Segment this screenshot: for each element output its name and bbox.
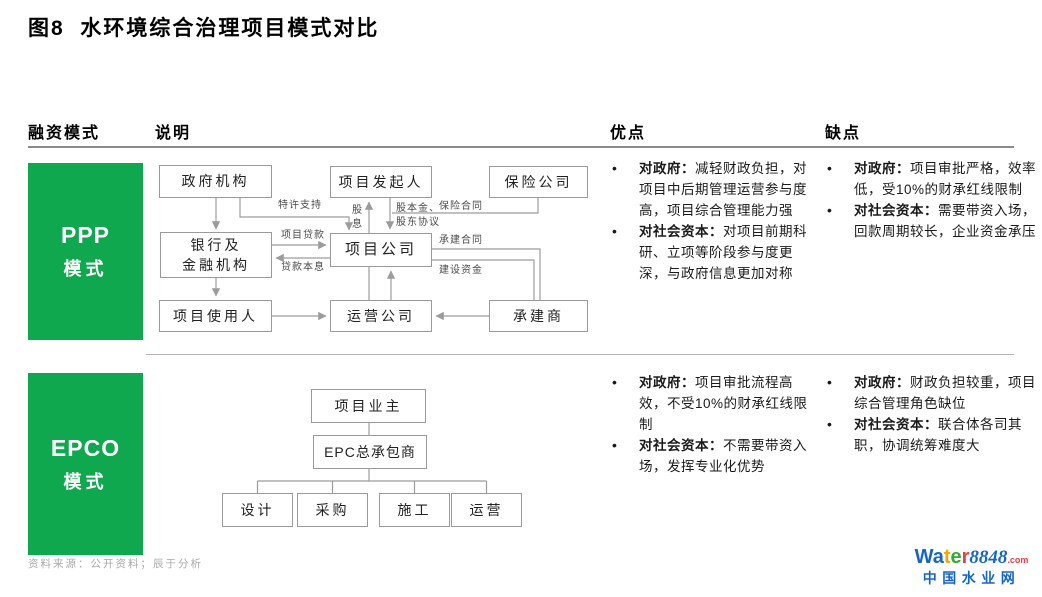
pro-body: 不需要带资入场，发挥专业化优势: [639, 438, 807, 474]
header-divider: [28, 146, 1014, 148]
box-insurance-company: 保险公司: [489, 166, 588, 198]
figure-title: 图8 水环境综合治理项目模式对比: [28, 17, 380, 40]
epco-pros-list: 对政府：项目审批流程高效，不受10%的财承红线限制 对社会资本：不需要带资入场，…: [606, 372, 816, 477]
list-item: 对社会资本：对项目前期科研、立项等阶段参与度更深，与政府信息更加对称: [606, 221, 816, 284]
logo-letter: Wa: [914, 546, 944, 568]
list-item: 对政府：项目审批严格，效率低，受10%的财承红线限制: [821, 158, 1039, 200]
mode-name: EPCO: [50, 434, 121, 461]
epco-flow-lines: [256, 423, 488, 493]
mode-badge-epco: EPCO 模式: [28, 373, 143, 555]
water8848-logo: Water8848.com 中国水业网: [905, 546, 1038, 586]
box-procurement: 采购: [297, 493, 368, 527]
logo-wordmark: Water8848.com: [905, 546, 1038, 569]
con-head: 对政府：: [854, 161, 910, 176]
logo-subtitle: 中国水业网: [922, 569, 1021, 586]
box-operation: 运营: [451, 493, 522, 527]
edge-label-project-loan: 项目贷款: [281, 230, 325, 241]
list-item: 对政府：减轻财政负担，对项目中后期管理运营参与度高，项目综合管理能力强: [606, 158, 816, 221]
edge-label-dividend: 股 息: [352, 205, 363, 230]
pro-body: 减轻财政负担，对项目中后期管理运营参与度高，项目综合管理能力强: [639, 161, 807, 218]
edge-label-insurance-contract: 保险合同: [439, 201, 483, 212]
edge-label-loan-repayment: 贷款本息: [281, 262, 325, 273]
ppp-pros-list: 对政府：减轻财政负担，对项目中后期管理运营参与度高，项目综合管理能力强 对社会资…: [606, 158, 816, 284]
logo-domain: .com: [1007, 555, 1029, 565]
box-epc-contractor: EPC总承包商: [313, 435, 427, 469]
box-government-agency: 政府机构: [159, 165, 272, 198]
con-body: 项目审批严格，效率低，受10%的财承红线限制: [854, 161, 1036, 197]
column-header-cons: 缺点: [825, 125, 862, 142]
list-item: 对社会资本：需要带资入场，回款周期较长，企业资金承压: [821, 200, 1039, 242]
logo-letter: e: [950, 546, 962, 568]
box-project-company: 项目公司: [330, 233, 432, 267]
con-body: 需要带资入场，回款周期较长，企业资金承压: [854, 203, 1036, 239]
box-bank-financial: 银行及 金融机构: [160, 232, 272, 278]
column-header-mode: 融资模式: [28, 125, 101, 142]
box-project-user: 项目使用人: [159, 300, 272, 332]
box-operating-company: 运营公司: [330, 300, 432, 332]
box-project-owner: 项目业主: [311, 389, 426, 423]
mode-suffix: 模式: [63, 471, 108, 492]
pro-head: 对政府：: [639, 161, 695, 176]
column-header-description: 说明: [155, 125, 192, 142]
ppp-flow-lines: [211, 198, 541, 321]
list-item: 对社会资本：不需要带资入场，发挥专业化优势: [606, 435, 816, 477]
pro-head: 对社会资本：: [639, 438, 723, 453]
pro-body: 对项目前期科研、立项等阶段参与度更深，与政府信息更加对称: [639, 224, 807, 281]
column-header-pros: 优点: [610, 125, 647, 142]
ppp-cons-list: 对政府：项目审批严格，效率低，受10%的财承红线限制 对社会资本：需要带资入场，…: [821, 158, 1039, 242]
con-head: 对社会资本：: [854, 203, 938, 218]
epco-cons-list: 对政府：财政负担较重，项目综合管理角色缺位 对社会资本：联合体各司其职，协调统筹…: [821, 372, 1039, 456]
edge-label-construction-contract: 承建合同: [439, 235, 483, 246]
box-contractor: 承建商: [489, 300, 588, 332]
logo-number: 8848: [969, 547, 1008, 568]
con-body: 联合体各司其职，协调统筹难度大: [854, 417, 1022, 453]
list-item: 对社会资本：联合体各司其职，协调统筹难度大: [821, 414, 1039, 456]
edge-label-construction-funds: 建设资金: [439, 265, 483, 276]
mode-name: PPP: [60, 222, 111, 248]
con-body: 财政负担较重，项目综合管理角色缺位: [854, 375, 1036, 411]
con-head: 对社会资本：: [854, 417, 938, 432]
box-construction: 施工: [379, 493, 450, 527]
epco-flow-diagram: 项目业主 EPC总承包商 设计 采购 施工 运营: [150, 380, 620, 540]
source-note: 资料来源：公开资料；辰于分析: [28, 558, 203, 570]
con-head: 对政府：: [854, 375, 910, 390]
edge-label-franchise-support: 特许支持: [278, 200, 322, 211]
mode-badge-ppp: PPP 模式: [28, 163, 143, 340]
box-project-sponsor: 项目发起人: [330, 166, 432, 198]
edge-label-equity-agreement: 股本金、 股东协议: [396, 203, 440, 228]
ppp-flow-diagram: 政府机构 项目发起人 保险公司 银行及 金融机构 项目公司 项目使用人 运营公司…: [150, 158, 620, 358]
pro-head: 对政府：: [639, 375, 695, 390]
list-item: 对政府：项目审批流程高效，不受10%的财承红线限制: [606, 372, 816, 435]
mode-suffix: 模式: [63, 259, 108, 279]
logo-letter: r: [961, 546, 970, 568]
logo-letter: t: [943, 546, 951, 568]
row-divider: [146, 354, 1014, 355]
box-design: 设计: [222, 493, 293, 527]
pro-head: 对社会资本：: [639, 224, 723, 239]
list-item: 对政府：财政负担较重，项目综合管理角色缺位: [821, 372, 1039, 414]
pro-body: 项目审批流程高效，不受10%的财承红线限制: [639, 375, 808, 432]
